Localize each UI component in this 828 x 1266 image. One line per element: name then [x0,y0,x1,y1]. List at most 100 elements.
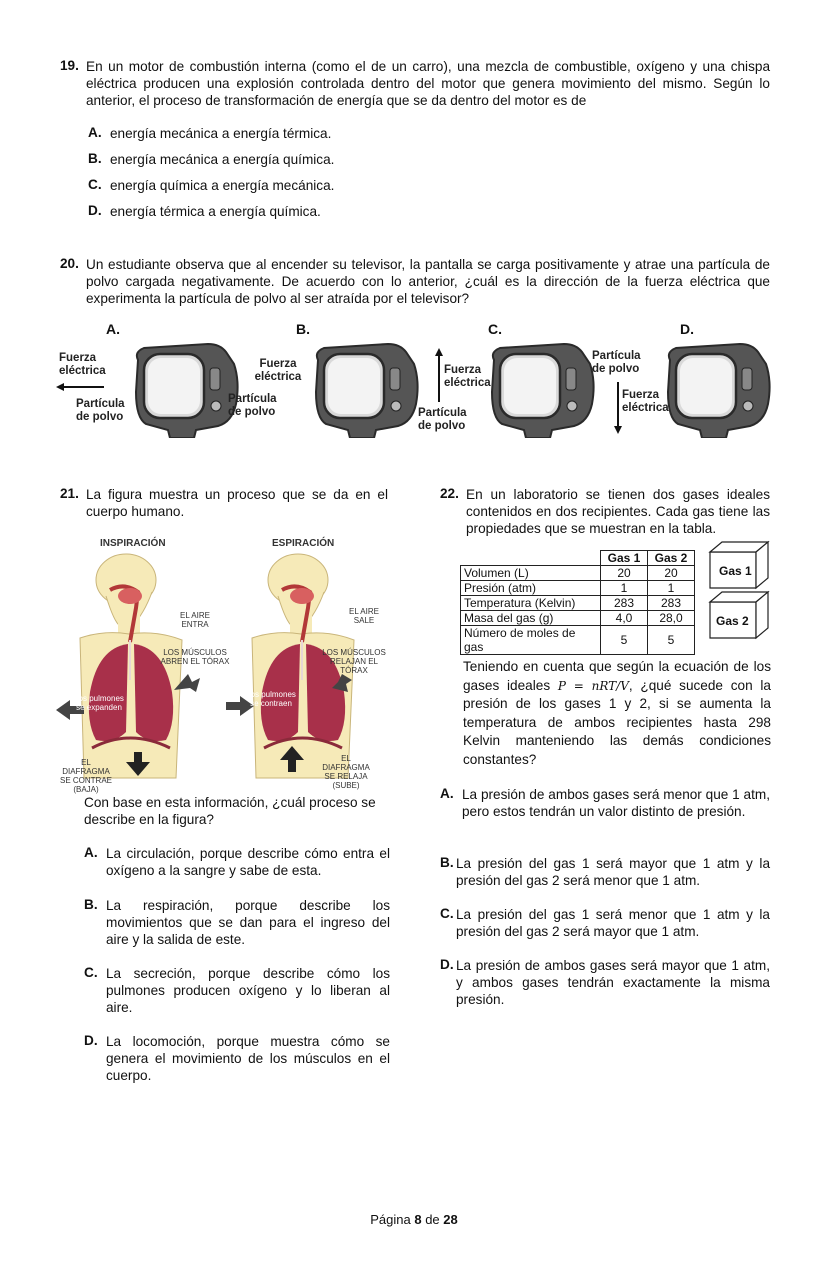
table-cell: 283 [647,595,695,611]
fig-left-lungs: Los pulmones se expanden [74,694,124,712]
fig-right-title: ESPIRACIÓN [272,538,335,549]
q19-option-d-letter[interactable]: D. [88,203,102,218]
q21-option-a-text[interactable]: La circulación, porque describe cómo ent… [106,846,390,878]
page-footer: Página 8 de 28 [0,1212,828,1227]
q19-option-d-text[interactable]: energía térmica a energía química. [110,204,321,219]
q19-option-b-letter[interactable]: B. [88,151,102,166]
q22-number: 22. [440,486,459,501]
q21-option-b-letter[interactable]: B. [84,897,98,912]
inspiration-body-icon [78,552,184,780]
table-cell: 1 [600,580,648,596]
table-cell: Masa del gas (g) [460,610,601,626]
table-cell: 4,0 [600,610,648,626]
fig-left-diaphragm: EL DIAFRAGMA SE CONTRAE (BAJA) [59,758,112,794]
left-muscle-arrow-icon [174,674,200,692]
q21-option-c-letter[interactable]: C. [84,965,98,980]
table-cell: Volumen (L) [460,565,601,581]
q20-option-b-letter[interactable]: B. [296,321,310,337]
q22-option-c-letter[interactable]: C. [440,906,454,921]
q20-a-fuerza-label: Fuerza eléctrica [59,352,106,377]
q21-question: Con base en esta información, ¿cuál proc… [84,795,376,827]
footer-middle: de [425,1212,440,1227]
q22-option-d-text[interactable]: La presión de ambos gases será mayor que… [456,958,770,1007]
table-cell: 5 [600,625,648,655]
q21-option-d-letter[interactable]: D. [84,1033,98,1048]
q19-number: 19. [60,58,79,73]
fig-right-lungs: Los pulmones se contraen [246,690,296,708]
q20-option-c-letter[interactable]: C. [488,321,502,337]
gas-table-header-1: Gas 1 [600,550,648,566]
q20-number: 20. [60,256,79,271]
table-row: Temperatura (Kelvin) 283 283 [460,595,695,611]
ideal-gas-equation: P = nRT/V [557,678,629,693]
fig-left-muscles: LOS MÚSCULOS ABREN EL TÓRAX [160,648,230,666]
footer-prefix: Página [370,1212,411,1227]
q19-option-a-text[interactable]: energía mecánica a energía térmica. [110,126,332,141]
q20-b-fuerza-label: Fuerza eléctrica [254,358,302,383]
q21-option-b-text[interactable]: La respiración, porque describe los movi… [106,898,390,947]
q19-option-c-text[interactable]: energía química a energía mecánica. [110,178,335,193]
fig-right-diaphragm: EL DIAFRAGMA SE RELAJA (SUBE) [322,754,370,790]
q19-stem: En un motor de combustión interna (como … [86,59,770,108]
q22-option-b-text[interactable]: La presión del gas 1 será mayor que 1 at… [456,856,770,888]
q20-stem: Un estudiante observa que al encender su… [86,257,770,306]
table-row: Presión (atm) 1 1 [460,580,695,596]
table-cell: Temperatura (Kelvin) [460,595,601,611]
right-muscle-arrow-icon [332,674,352,692]
fig-right-muscles: LOS MÚSCULOS RELAJAN EL TÓRAX [322,648,386,675]
table-cell: Presión (atm) [460,580,601,596]
q21-stem: La figura muestra un proceso que se da e… [86,487,388,519]
table-row: Volumen (L) 20 20 [460,565,695,581]
fig-left-air: EL AIRE ENTRA [180,611,210,629]
q20-b-particula-label: Partícula de polvo [228,393,277,418]
q21-option-a-letter[interactable]: A. [84,845,98,860]
breathing-figure [56,552,356,780]
q22-option-b-letter[interactable]: B. [440,855,454,870]
q22-option-a-text[interactable]: La presión de ambos gases será menor que… [462,787,770,819]
q22-stem: En un laboratorio se tienen dos gases id… [466,487,770,536]
table-row: Número de moles de gas 5 5 [460,625,695,655]
q22-stem-2: Teniendo en cuenta que según la ecuación… [463,658,771,769]
q22-option-d-letter[interactable]: D. [440,957,454,972]
q21-number: 21. [60,486,79,501]
q22-option-a-letter[interactable]: A. [440,786,454,801]
q19-option-c-letter[interactable]: C. [88,177,102,192]
table-cell: 283 [600,595,648,611]
footer-page-number: 8 [414,1212,422,1227]
tv-b-icon [314,342,419,438]
q20-option-d-letter[interactable]: D. [680,321,694,337]
q21-option-d-text[interactable]: La locomoción, porque muestra cómo se ge… [106,1034,390,1083]
gas-2-box-label: Gas 2 [716,614,749,628]
q19-option-a-letter[interactable]: A. [88,125,102,140]
right-diaphragm-arrow-icon [280,746,304,772]
left-expand-arrow-icon [56,700,84,720]
q20-d-particula-label: Partícula de polvo [592,350,641,375]
fig-right-air: EL AIRE SALE [349,607,379,625]
tv-c-icon [490,342,595,438]
table-cell: Número de moles de gas [460,625,601,655]
table-cell: 20 [647,565,695,581]
q22-stem-after: , ¿qué sucede con la presión de los gase… [463,677,771,767]
q20-c-fuerza-label: Fuerza eléctrica [444,364,491,389]
q20-d-fuerza-label: Fuerza eléctrica [622,389,669,414]
table-row: Masa del gas (g) 4,0 28,0 [460,610,695,626]
tv-a-icon [134,342,239,438]
gas-table: Gas 1 Gas 2 Volumen (L) 20 20 Presión (a… [460,550,695,655]
q20-option-a-letter[interactable]: A. [106,321,120,337]
gas-1-box-label: Gas 1 [719,564,752,578]
q22-option-c-text[interactable]: La presión del gas 1 será menor que 1 at… [456,907,770,939]
q22-stem-before: Teniendo en cuenta que según la ecuación… [463,659,771,693]
q20-tv-figures [56,342,771,438]
q19-option-b-text[interactable]: energía mecánica a energía química. [110,152,335,167]
table-cell: 20 [600,565,648,581]
table-cell: 1 [647,580,695,596]
gas-containers-icon [708,540,770,640]
left-diaphragm-arrow-icon [126,752,150,776]
footer-total-pages: 28 [443,1212,458,1227]
q20-c-particula-label: Partícula de polvo [418,407,467,432]
tv-d-icon [666,342,771,438]
q21-option-c-text[interactable]: La secreción, porque describe cómo los p… [106,966,390,1015]
gas-table-header-0 [461,551,601,566]
q20-a-particula-label: Partícula de polvo [76,398,125,423]
table-cell: 5 [647,625,695,655]
